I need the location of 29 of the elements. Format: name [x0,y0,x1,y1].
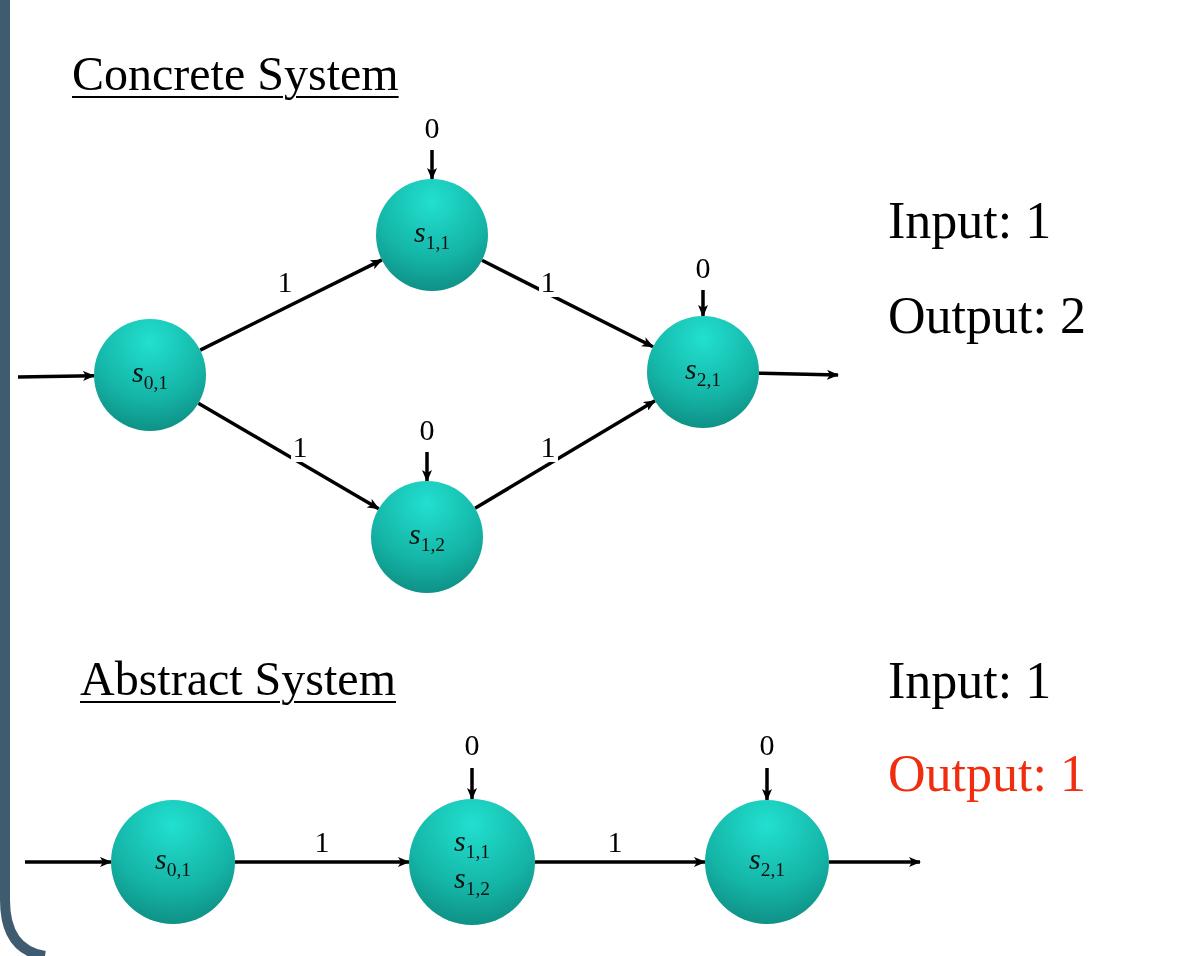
input-count: Input: 1 [888,655,1052,707]
state-name: s$_{1,2}$ [453,862,491,900]
section-heading: Abstract System [80,655,396,703]
output-count: Output: 2 [888,290,1086,342]
arrow [474,399,656,510]
arrow [17,371,95,381]
arrow [481,258,654,349]
input-count: Input: 1 [888,195,1052,247]
state-name: s$_{1,1}$ [413,216,451,254]
arrow [427,150,437,180]
arrow [762,768,772,801]
arrow [199,258,383,352]
state-name: s$_{1,2}$ [408,518,446,556]
arrow [535,857,706,867]
arrow [197,401,380,511]
state-name: s$_{0,1}$ [131,356,169,394]
state-name: s$_{0,1}$ [154,843,192,881]
arrow [698,290,708,317]
arrow [422,452,432,482]
arrow [235,857,410,867]
state-name: s$_{1,1}$ [453,824,491,862]
state-name: s$_{2,1}$ [748,843,786,881]
section-heading: Concrete System [72,50,399,98]
arrow [758,369,839,380]
arrow [829,857,921,867]
output-count: Output: 1 [888,748,1086,800]
state-name: s$_{2,1}$ [684,353,722,391]
arrow [25,857,112,867]
arrow [467,768,477,800]
